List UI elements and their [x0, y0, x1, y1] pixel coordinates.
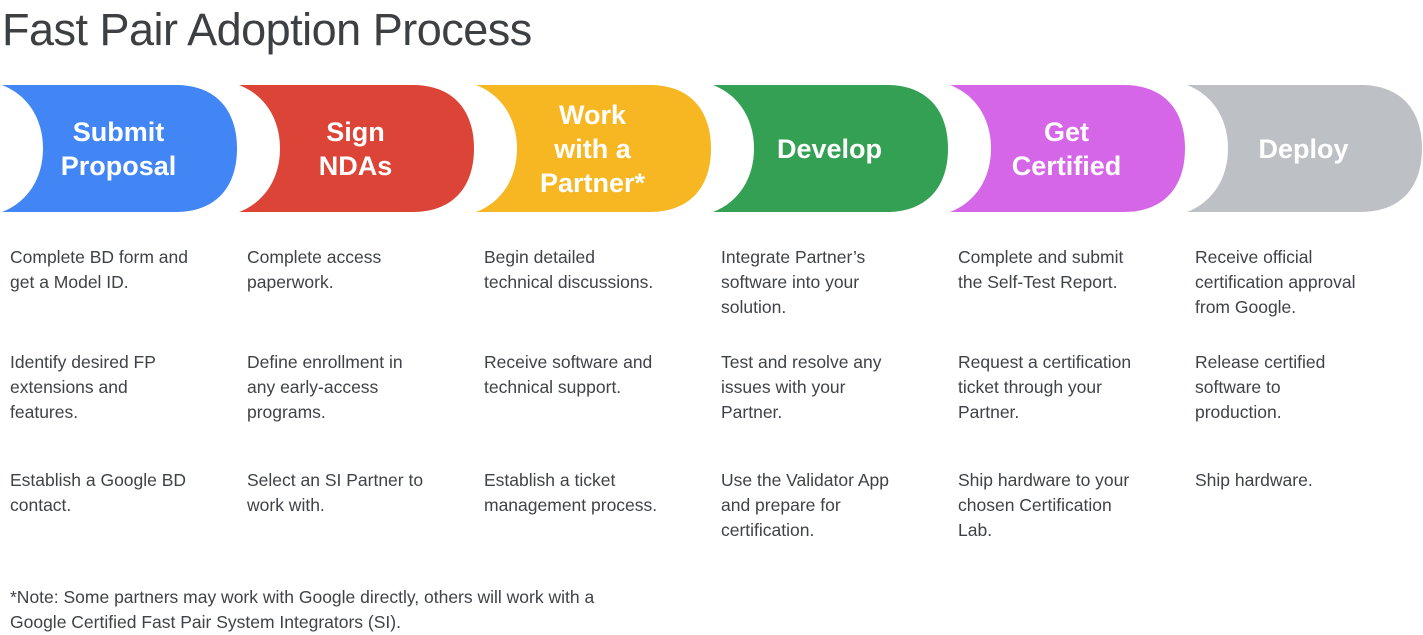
stage-column-develop: Develop Integrate Partner’s software int…: [711, 85, 948, 543]
step-text: Begin detailed technical discussions.: [484, 247, 654, 292]
stage-shape-icon: [1187, 85, 1422, 212]
stage-badge: Deploy: [1185, 85, 1422, 212]
step-text: Receive official certification approval …: [1195, 247, 1356, 317]
stage-badge: Sign NDAs: [237, 85, 474, 212]
step-text: Select an SI Partner to work with.: [247, 470, 424, 515]
step-text: Complete access paperwork.: [247, 247, 382, 292]
stage-shape-icon: [2, 85, 237, 212]
stage-shape-icon: [476, 85, 711, 212]
stage-badge: Work with a Partner*: [474, 85, 711, 212]
stage-badge: Get Certified: [948, 85, 1185, 212]
step-text: Use the Validator App and prepare for ce…: [721, 470, 889, 540]
step-text: Complete BD form and get a Model ID.: [10, 247, 188, 292]
step-text: Integrate Partner’s software into your s…: [721, 247, 866, 317]
step-text: Release certified software to production…: [1195, 352, 1326, 422]
stage-column-sign-ndas: Sign NDAs Complete access paperwork. Def…: [237, 85, 474, 543]
footnote: *Note: Some partners may work with Googl…: [10, 587, 595, 632]
process-flow: Submit Proposal Complete BD form and get…: [0, 85, 1423, 543]
step-text: Establish a ticket management process.: [484, 470, 658, 515]
stage-shape-icon: [950, 85, 1185, 212]
stage-column-work-with-partner: Work with a Partner* Begin detailed tech…: [474, 85, 711, 543]
step-text: Ship hardware to your chosen Certificati…: [958, 470, 1130, 540]
step-text: Ship hardware.: [1195, 470, 1313, 490]
stage-column-deploy: Deploy Receive official certification ap…: [1185, 85, 1422, 543]
step-text: Identify desired FP extensions and featu…: [10, 352, 156, 422]
stage-column-submit-proposal: Submit Proposal Complete BD form and get…: [0, 85, 237, 543]
stage-shape-icon: [239, 85, 474, 212]
step-text: Complete and submit the Self-Test Report…: [958, 247, 1124, 292]
step-text: Test and resolve any issues with your Pa…: [721, 352, 882, 422]
step-text: Establish a Google BD contact.: [10, 470, 187, 515]
stage-badge: Develop: [711, 85, 948, 212]
stage-column-get-certified: Get Certified Complete and submit the Se…: [948, 85, 1185, 543]
step-text: Request a certification ticket through y…: [958, 352, 1132, 422]
stage-badge: Submit Proposal: [0, 85, 237, 212]
stage-shape-icon: [713, 85, 948, 212]
page-title: Fast Pair Adoption Process: [2, 4, 532, 55]
step-text: Receive software and technical support.: [484, 352, 653, 397]
step-text: Define enrollment in any early-access pr…: [247, 352, 403, 422]
